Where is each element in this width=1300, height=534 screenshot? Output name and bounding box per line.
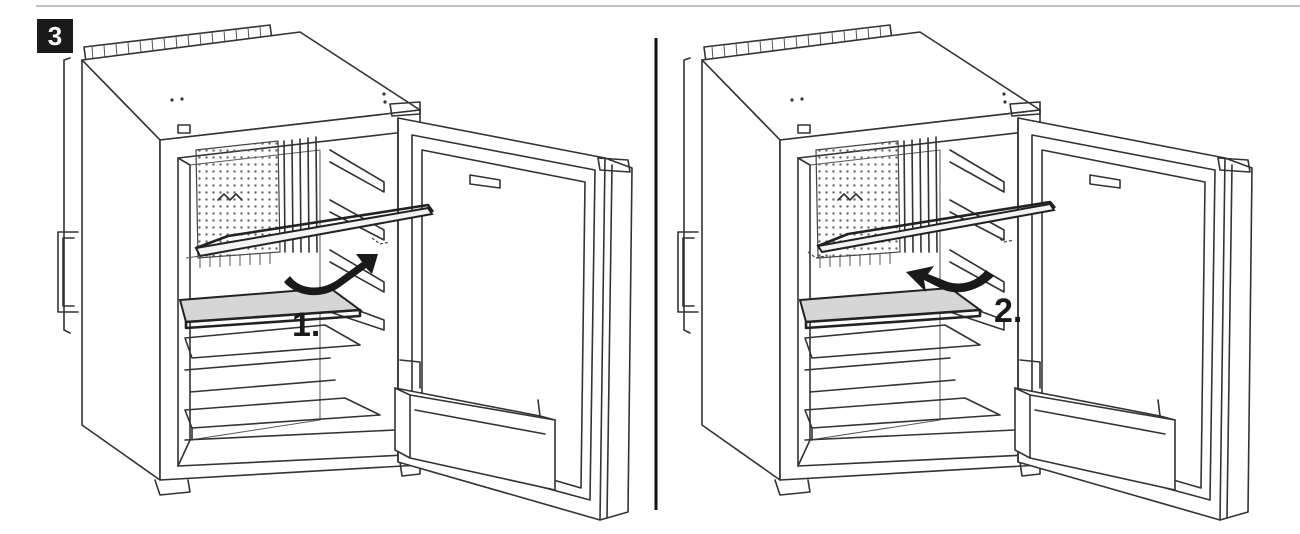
step-1-arrow-icon [284, 254, 378, 296]
panel-1-illustration: 1. [57, 24, 633, 521]
step-1-label: 1. [292, 306, 320, 344]
panel-2-illustration: 2. [677, 24, 1253, 521]
step-2-arrow-icon [906, 266, 994, 293]
step-2-label: 2. [994, 292, 1022, 330]
step-number-badge: 3 [37, 19, 73, 53]
